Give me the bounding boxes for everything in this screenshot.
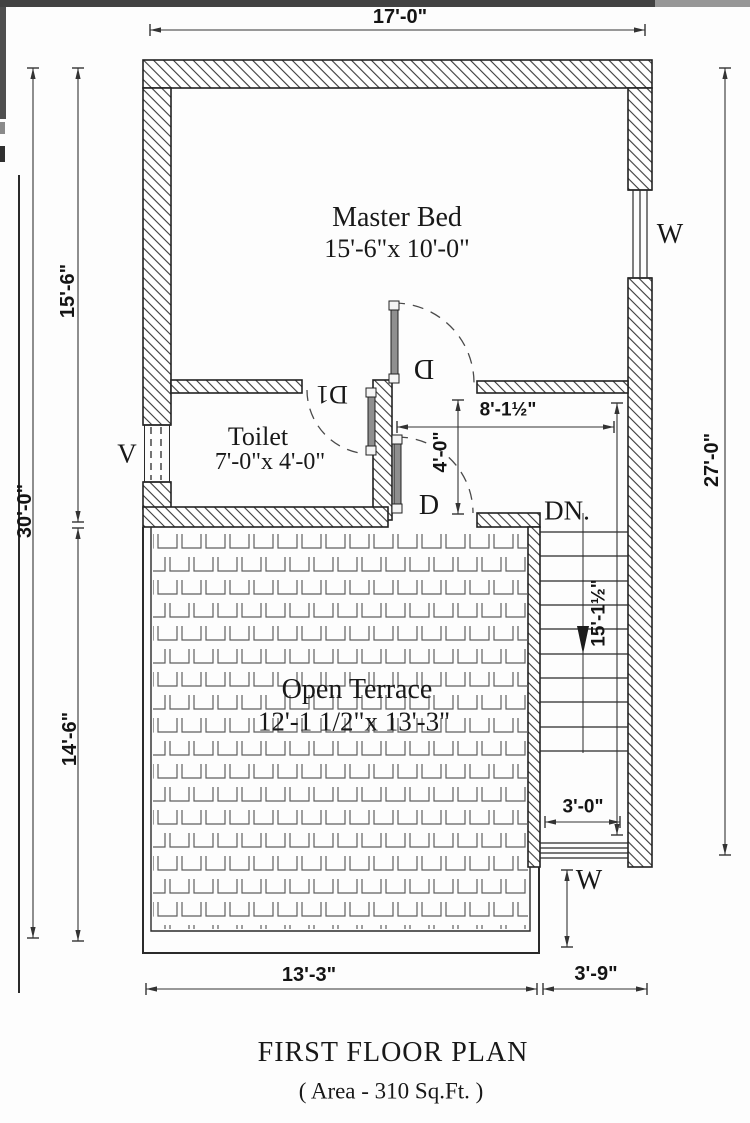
dim-label-right-height: 27'-0" — [701, 432, 723, 488]
terrace-inner-boundary — [150, 527, 531, 932]
dim-label-passage-width: 8'-1½" — [479, 399, 537, 421]
door-master-bed — [388, 300, 475, 384]
terrace — [142, 527, 540, 954]
window-label-stair: W — [575, 865, 603, 896]
dim-label-bottom-right: 3'-9" — [574, 963, 618, 985]
staircase — [540, 513, 628, 753]
door-toilet — [306, 387, 377, 456]
room-size-master-bed: 15'-6"x 10'-0" — [324, 234, 470, 263]
dim-label-passage-depth: 4'-0" — [430, 431, 452, 473]
dimension-lines — [27, 24, 731, 995]
wall-partition-toilet-top — [170, 379, 303, 394]
window-stair-bottom — [540, 842, 628, 859]
room-label-toilet: Toilet — [227, 422, 289, 451]
room-size-toilet: 7'-0"x 4'-0" — [214, 449, 326, 475]
room-label-master-bed: Master Bed — [332, 202, 462, 233]
terrace-outer-boundary — [142, 527, 540, 954]
dim-label-left-upper: 15'-6" — [57, 263, 79, 319]
stairs-down-label: DN. — [544, 495, 590, 526]
wall-left-lower — [142, 481, 172, 510]
room-label-terrace: Open Terrace — [281, 674, 433, 705]
door-label-master-bed: D — [413, 353, 435, 384]
dim-label-stair-run: 15'-1½" — [588, 579, 610, 647]
plan-title: FIRST FLOOR PLAN — [257, 1037, 529, 1068]
wall-right-lower — [627, 277, 653, 868]
walls — [142, 59, 653, 868]
vent-label: V — [117, 438, 137, 469]
vent-toilet — [143, 424, 171, 483]
openings-geometry — [143, 189, 652, 859]
wall-toilet-bottom — [142, 506, 389, 528]
dim-label-left-lower: 14'-6" — [59, 711, 81, 767]
dim-label-stair-width: 3'-0" — [562, 796, 604, 818]
wall-terrace-top-right — [476, 512, 541, 528]
doors — [306, 300, 475, 514]
wall-stair-side — [527, 526, 541, 868]
dim-label-bottom-left: 13'-3" — [281, 964, 337, 986]
door-passage-terrace — [391, 434, 474, 514]
plan-subtitle: ( Area - 310 Sq.Ft. ) — [298, 1078, 484, 1104]
window-master-bed — [628, 189, 652, 279]
window-label-master-bed: W — [656, 219, 684, 250]
dim-label-top-width: 17'-0" — [372, 6, 428, 28]
scan-artifacts — [0, 0, 750, 993]
wall-partition-passage — [476, 380, 629, 394]
room-size-terrace: 12'-1 1/2"x 13'-3" — [257, 706, 451, 737]
wall-right-upper — [627, 87, 653, 191]
stair-down-arrow — [577, 626, 589, 654]
wall-top — [142, 59, 653, 89]
door-label-toilet: D1 — [316, 380, 348, 409]
door-label-passage: D — [418, 490, 440, 521]
wall-left-upper — [142, 87, 172, 426]
dim-label-left-total: 30'-0" — [14, 483, 36, 539]
terrace-tile-floor — [153, 529, 528, 929]
